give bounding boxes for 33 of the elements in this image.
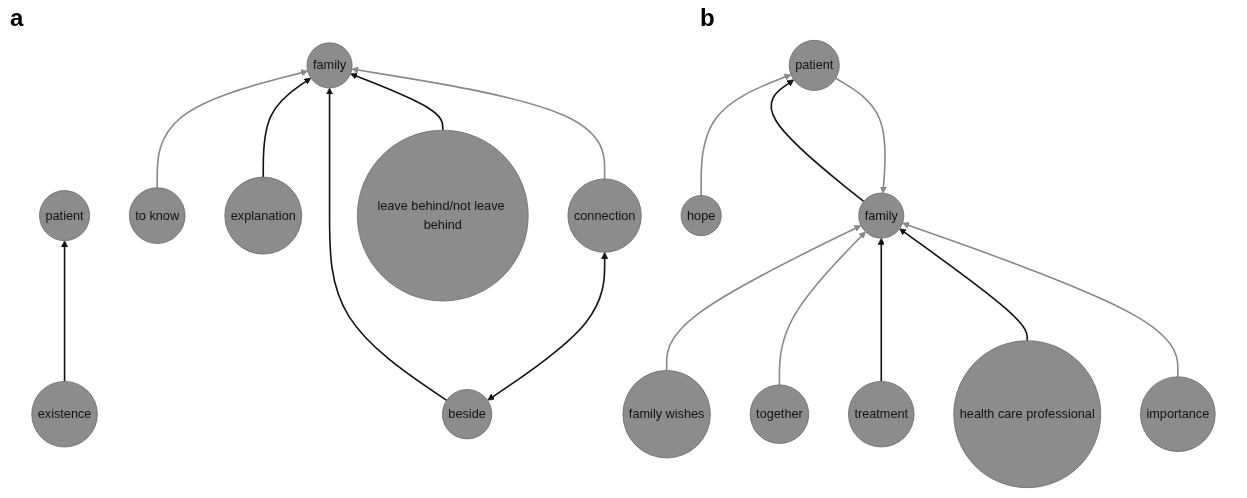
arrow	[700, 73, 792, 197]
node-circle: patient	[788, 39, 840, 91]
node-circle: existence	[31, 381, 98, 448]
node-circle: to know	[128, 187, 186, 244]
panel-letter: a	[10, 4, 24, 32]
arrow	[770, 79, 865, 203]
arrow	[262, 77, 312, 178]
node-circle: connection	[567, 178, 642, 253]
node-circle: family	[306, 42, 353, 89]
node-circle: leave behind/not leave behind	[356, 129, 529, 302]
arrow	[487, 252, 609, 401]
node-circle: together	[749, 384, 810, 444]
node-circle: hope	[680, 195, 722, 237]
node-circle: beside	[442, 389, 493, 440]
node-circle: importance	[1140, 376, 1216, 452]
arrow	[834, 77, 887, 194]
node-circle: family wishes	[622, 370, 711, 459]
node-circle: family	[858, 192, 905, 239]
arrow	[326, 87, 448, 402]
arrow	[778, 231, 866, 386]
arrow	[899, 228, 1029, 342]
panel-letter: b	[700, 4, 715, 32]
arrow	[156, 69, 309, 189]
arrow	[877, 237, 885, 383]
node-circle: treatment	[848, 381, 915, 448]
arrow	[351, 66, 606, 180]
arrow	[350, 72, 444, 131]
arrow	[61, 240, 69, 383]
node-circle: health care professional	[953, 340, 1102, 489]
node-circle: patient	[39, 190, 90, 242]
node-circle: explanation	[224, 176, 303, 255]
arrow	[902, 221, 1179, 378]
arrow	[665, 225, 862, 372]
